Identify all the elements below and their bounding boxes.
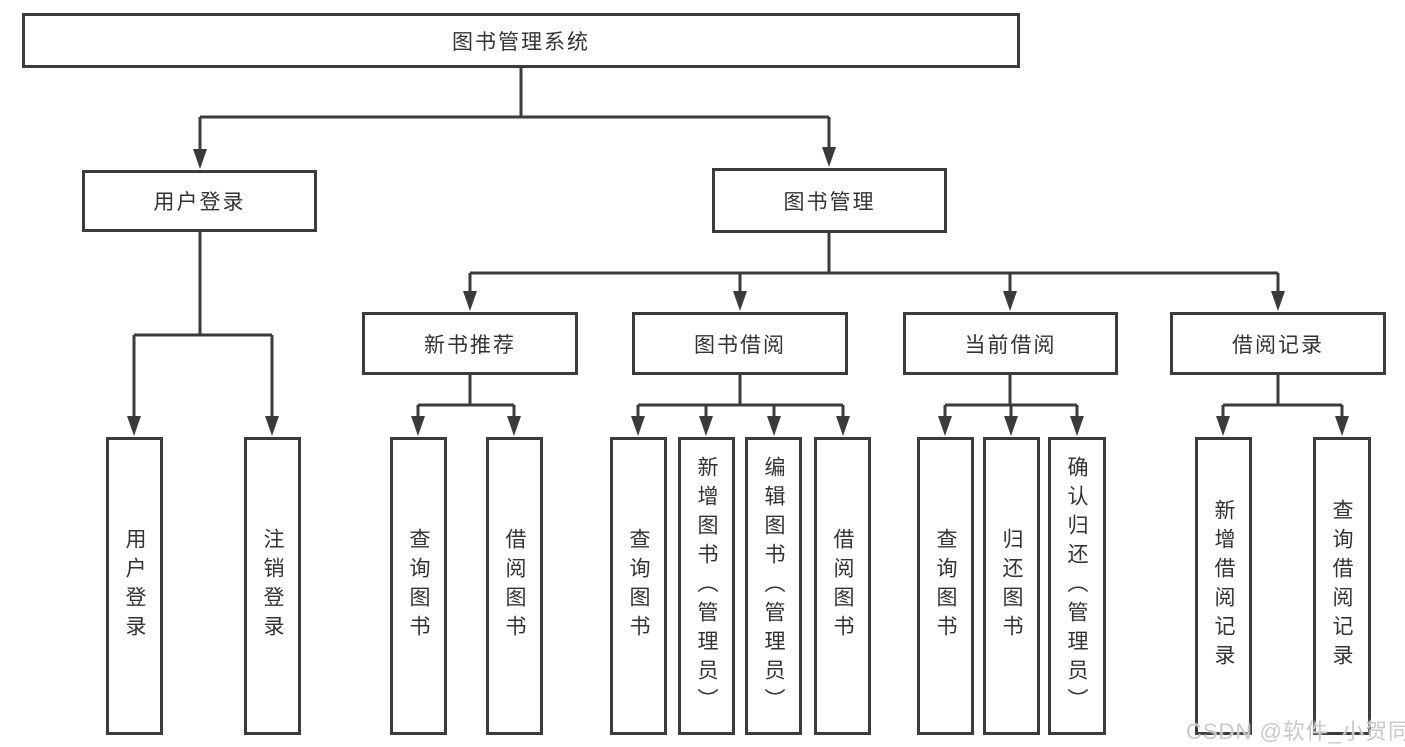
leaf-query-books-recommend: 查询图书 [390, 437, 447, 735]
leaf-user-login: 用户登录 [106, 437, 163, 735]
leaf-logout: 注销登录 [244, 437, 301, 735]
leaf-borrow-books-recommend: 借阅图书 [486, 437, 543, 735]
node-user-login-module: 用户登录 [82, 170, 317, 232]
connector-bookmgmt-to-level3 [463, 233, 1285, 311]
leaf-edit-books-admin: 编辑图书（管理员） [745, 437, 802, 735]
node-root-library-system: 图书管理系统 [22, 13, 1020, 68]
leaf-confirm-return-admin: 确认归还（管理员） [1048, 437, 1106, 735]
node-new-book-recommend: 新书推荐 [362, 312, 578, 375]
connector-userlogin-to-leaves [127, 232, 279, 436]
node-borrowing-records: 借阅记录 [1170, 312, 1386, 375]
node-book-borrowing: 图书借阅 [632, 312, 848, 375]
csdn-watermark: CSDN @软件_小贺同学 [1186, 719, 1405, 744]
leaf-return-books: 归还图书 [983, 437, 1040, 735]
connector-currentborrow-to-leaves [938, 375, 1084, 436]
connector-bookborrow-to-leaves [631, 375, 850, 436]
connector-root-to-level2 [193, 68, 836, 169]
leaf-add-borrow-record: 新增借阅记录 [1195, 437, 1252, 735]
connector-borrowrecord-to-leaves [1216, 375, 1349, 436]
connector-newbookrec-to-leaves [411, 375, 521, 436]
leaf-query-books-current: 查询图书 [917, 437, 974, 735]
leaf-add-books-admin: 新增图书（管理员） [678, 437, 735, 735]
node-book-management-module: 图书管理 [712, 168, 947, 233]
node-current-borrowing: 当前借阅 [903, 312, 1118, 375]
leaf-query-books-borrowing: 查询图书 [610, 437, 667, 735]
leaf-query-borrow-record: 查询借阅记录 [1313, 437, 1371, 735]
leaf-borrow-books: 借阅图书 [814, 437, 871, 735]
